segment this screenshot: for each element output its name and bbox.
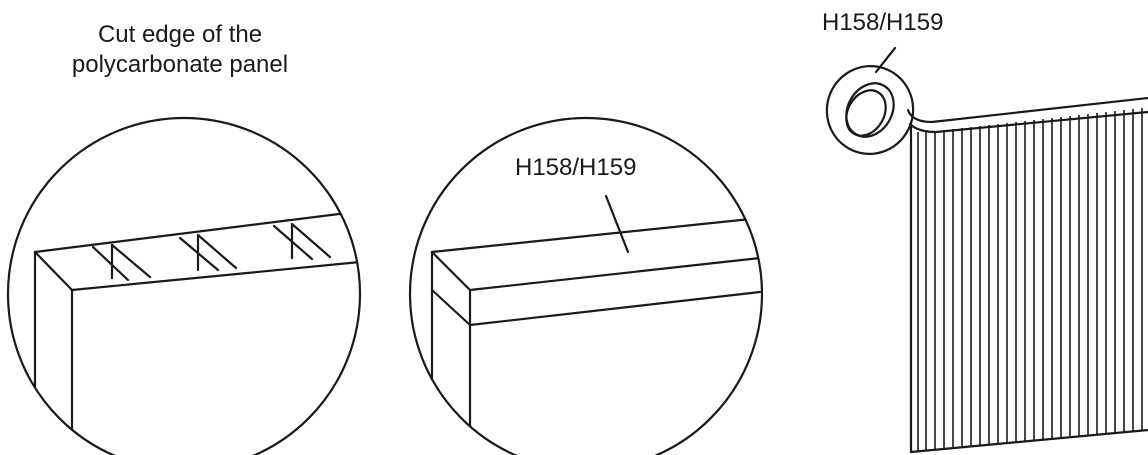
flute-wall-2 <box>110 243 152 279</box>
panel-top-lip <box>908 110 1148 134</box>
cut-edge-label-line1: Cut edge of the <box>97 21 263 48</box>
mid-panel-edge <box>430 216 762 455</box>
flute-wall-4 <box>178 236 220 272</box>
cap-ring-inner-rim <box>845 82 895 138</box>
flute-wall-1 <box>91 245 130 282</box>
flute-wall-3 <box>196 233 238 270</box>
detail-part-label: H158/H159 <box>515 154 637 181</box>
cut-edge-detail <box>6 116 362 455</box>
assembly-part-label: H158/H159 <box>822 9 944 36</box>
cut-edge-label-line2: polycarbonate panel <box>71 51 289 78</box>
cap-fitted-detail <box>408 116 764 455</box>
panel-assembly <box>825 46 1148 454</box>
left-top-back-edge <box>33 210 357 254</box>
mid-leader-line <box>604 194 630 254</box>
panel-flutes <box>917 108 1143 451</box>
flute-wall-6 <box>290 222 332 259</box>
right-leader-line <box>874 46 897 74</box>
mid-top-back-edge <box>430 216 762 254</box>
mid-cap-lower-edge <box>430 288 762 327</box>
panel-bottom-edge <box>909 428 1148 454</box>
mid-detail-circle <box>408 116 764 455</box>
cut-edge-label: Cut edge of the polycarbonate panel <box>60 20 300 80</box>
mid-top-front-edge <box>430 250 762 292</box>
left-detail-circle <box>6 116 362 455</box>
panel-top-cap <box>906 96 1148 124</box>
left-panel-edge <box>33 210 360 455</box>
